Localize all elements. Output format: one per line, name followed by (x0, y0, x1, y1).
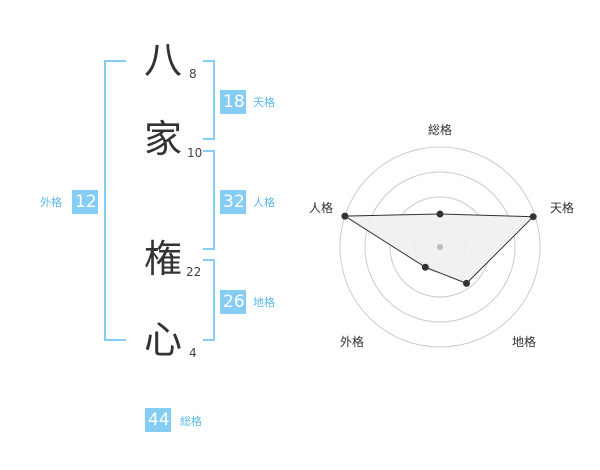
stroke-count-1: 8 (189, 67, 197, 81)
chikaku-badge: 26 (220, 290, 246, 314)
radar-axis-label-jinkaku: 人格 (309, 200, 333, 215)
chikaku-label: 地格 (253, 296, 275, 309)
radar-axis-label-gaikaku: 外格 (340, 334, 364, 349)
gaikaku-label: 外格 (40, 196, 62, 209)
radar-points (341, 210, 537, 287)
name-char-3: 権 (143, 237, 182, 281)
jinkaku-bracket (203, 150, 215, 250)
radar-grid-ring (339, 146, 541, 348)
radar-axis-label-chikaku: 地格 (512, 334, 536, 349)
stroke-count-4: 4 (189, 346, 197, 360)
gaikaku-bracket (104, 60, 126, 341)
jinkaku-badge: 32 (220, 190, 246, 214)
name-char-4: 心 (143, 318, 182, 362)
radar-point-1 (529, 213, 537, 221)
soukaku-badge: 44 (145, 408, 171, 432)
radar-axis-label-tenkaku: 天格 (550, 200, 574, 215)
stroke-count-3: 22 (186, 265, 202, 279)
name-char-1: 八 (143, 38, 182, 82)
radar-point-0 (436, 210, 444, 218)
radar-axis-label-souka: 総格 (428, 122, 452, 137)
tenkaku-label: 天格 (253, 96, 275, 109)
gaikaku-badge: 12 (72, 190, 98, 214)
tenkaku-badge: 18 (220, 90, 246, 114)
radar-point-4 (341, 212, 349, 220)
radar-point-3 (421, 263, 429, 271)
chikaku-bracket (203, 259, 215, 341)
jinkaku-label: 人格 (253, 196, 275, 209)
radar-grid-ring (364, 171, 516, 323)
radar-point-2 (463, 279, 470, 287)
radar-center-dot (437, 244, 443, 250)
stroke-count-2: 10 (187, 146, 203, 160)
radar-chart: 総格 天格 地格 外格 人格 (309, 122, 574, 349)
name-char-2: 家 (143, 117, 182, 161)
soukaku-label: 総格 (180, 415, 202, 428)
tenkaku-bracket (203, 60, 215, 140)
